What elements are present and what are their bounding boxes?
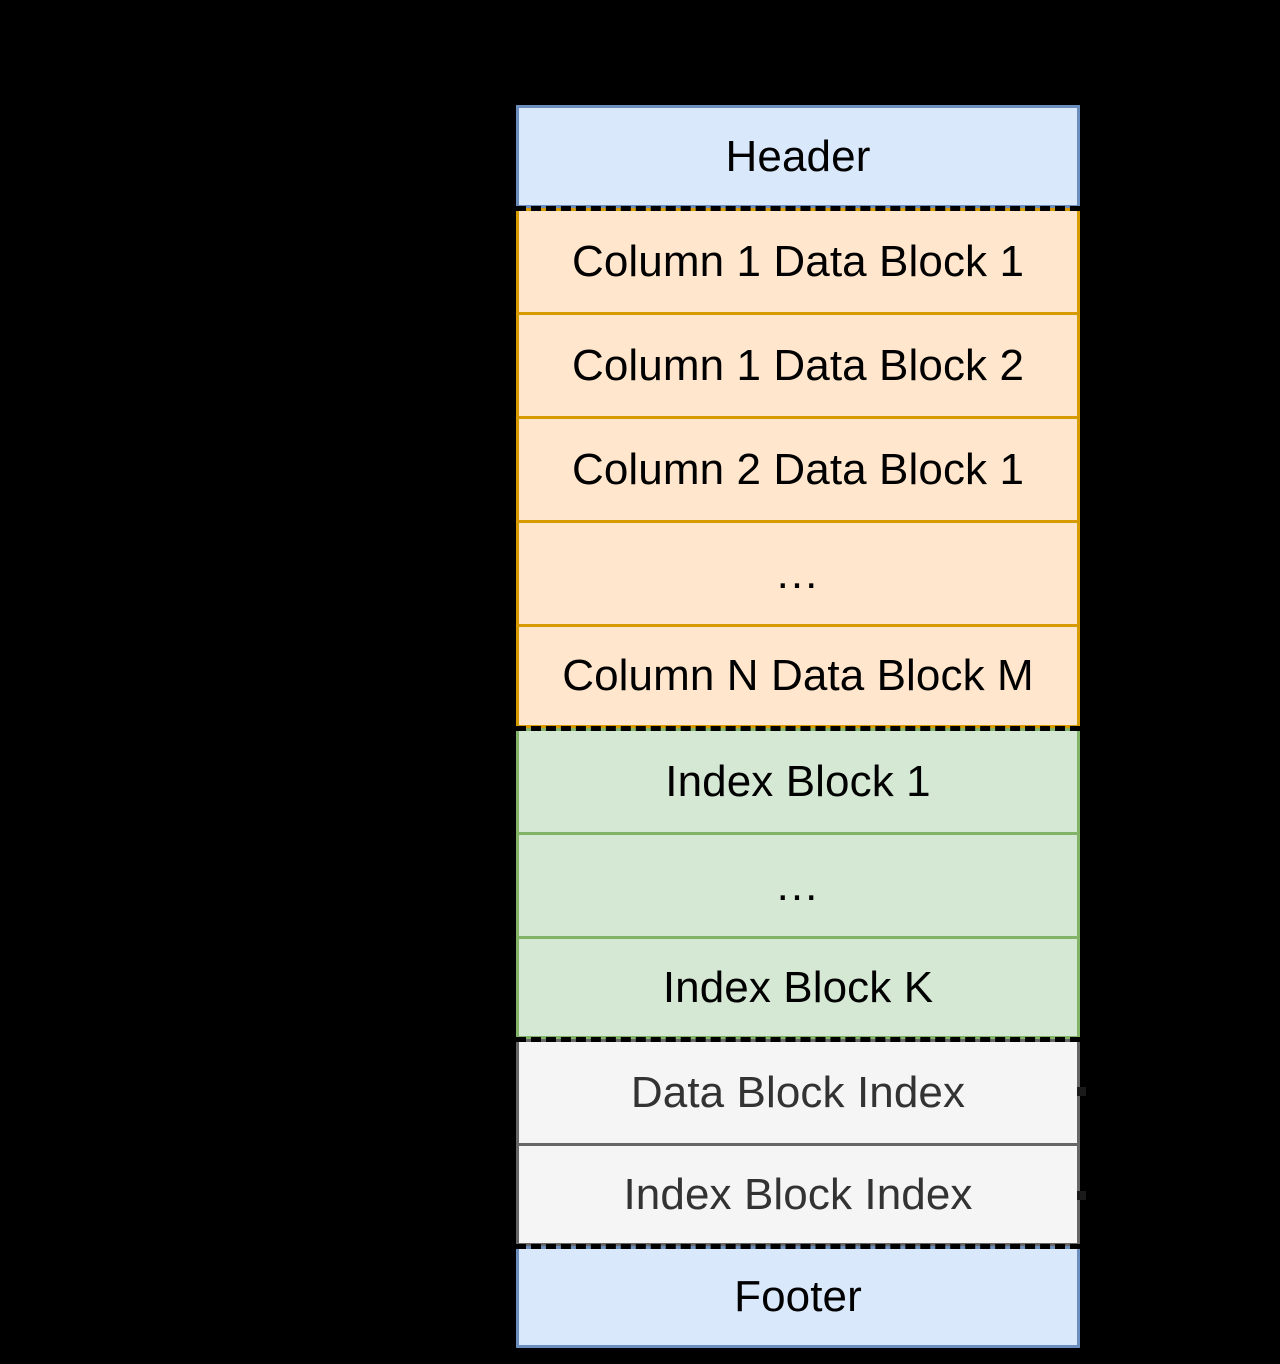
- footer-section[interactable]: Footer: [516, 1246, 1080, 1348]
- block-label: Column 1 Data Block 2: [571, 340, 1025, 390]
- header-section[interactable]: Header: [516, 105, 1080, 208]
- block-label: Column 2 Data Block 1: [571, 444, 1025, 494]
- index-blocks-section[interactable]: Index Block 1 ... Index Block K: [516, 728, 1080, 1039]
- block-label: Column 1 Data Block 1: [571, 236, 1025, 286]
- index-structures-section[interactable]: Data Block Index Index Block Index: [516, 1039, 1080, 1246]
- block-column-1-data-block-1[interactable]: Column 1 Data Block 1: [519, 211, 1077, 315]
- block-footer-label: Footer: [734, 1272, 862, 1321]
- separator-meta-footer: [516, 1244, 1080, 1249]
- block-footer[interactable]: Footer: [519, 1249, 1077, 1345]
- ellipsis-label: ...: [776, 860, 820, 910]
- block-index-ellipsis[interactable]: ...: [519, 835, 1077, 939]
- block-data-block-index[interactable]: Data Block Index: [519, 1042, 1077, 1146]
- block-label: Data Block Index: [630, 1067, 966, 1117]
- data-blocks-section[interactable]: Column 1 Data Block 1 Column 1 Data Bloc…: [516, 208, 1080, 728]
- block-column-n-data-block-m[interactable]: Column N Data Block M: [519, 627, 1077, 725]
- block-label: Index Block K: [662, 962, 934, 1012]
- file-format-diagram: Header Column 1 Data Block 1 Column 1 Da…: [516, 105, 1086, 1348]
- block-index-block-1[interactable]: Index Block 1: [519, 731, 1077, 835]
- connector-marker-index-block-index: [1077, 1191, 1086, 1200]
- block-label: Index Block Index: [623, 1169, 973, 1219]
- block-label: Index Block 1: [665, 756, 931, 806]
- ellipsis-label: ...: [776, 548, 820, 598]
- block-header[interactable]: Header: [519, 108, 1077, 205]
- block-index-block-index[interactable]: Index Block Index: [519, 1146, 1077, 1243]
- block-header-label: Header: [725, 131, 871, 181]
- block-data-ellipsis[interactable]: ...: [519, 523, 1077, 627]
- block-column-1-data-block-2[interactable]: Column 1 Data Block 2: [519, 315, 1077, 419]
- connector-marker-data-block-index: [1077, 1087, 1086, 1096]
- block-index-block-k[interactable]: Index Block K: [519, 939, 1077, 1036]
- separator-data-index: [516, 726, 1080, 731]
- separator-index-meta: [516, 1037, 1080, 1042]
- block-column-2-data-block-1[interactable]: Column 2 Data Block 1: [519, 419, 1077, 523]
- block-label: Column N Data Block M: [562, 651, 1034, 700]
- separator-header-data: [516, 206, 1080, 211]
